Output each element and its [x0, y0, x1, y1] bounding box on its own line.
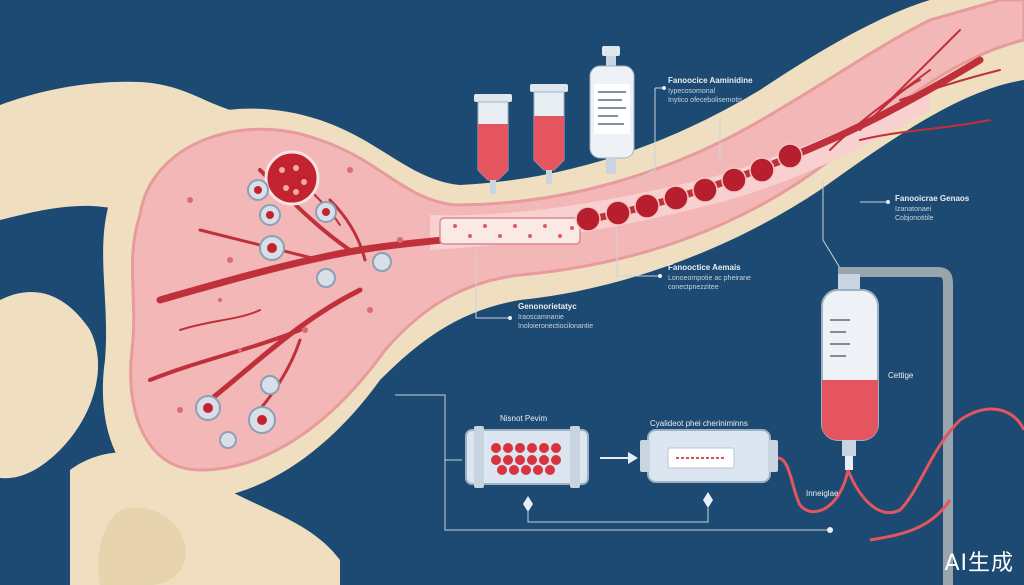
marrow-cells	[177, 150, 403, 449]
caption-filter: Nisnot Pevim	[500, 414, 548, 423]
label-left-title: Genonorietatyc	[518, 302, 577, 311]
test-tube-icon	[530, 84, 568, 184]
label-top-line1: Iypecosomonal	[668, 87, 716, 95]
iv-stand	[838, 267, 953, 585]
label-left: Genonorietatyc Iraoscamnanie Inoloierone…	[518, 302, 593, 332]
arrow-right-icon	[600, 452, 638, 464]
label-top: Fanoocice Aaminidine Iypecosomonal Inyti…	[668, 76, 753, 106]
label-right-line1: Izanatonaei	[895, 205, 932, 213]
bone-bottom-knob	[98, 507, 186, 585]
separator-device	[640, 429, 778, 483]
label-right: Fanooicrae Genaos Izanatonaei Cobjonotit…	[895, 194, 969, 224]
label-middle-title: Fanooctice Aemais	[668, 263, 741, 272]
label-middle-line2: conectpnezzitee	[668, 284, 719, 292]
label-right-title: Fanooicrae Genaos	[895, 194, 970, 203]
label-left-line1: Iraoscamnanie	[518, 313, 564, 321]
label-top-title: Fanoocice Aaminidine	[668, 76, 753, 85]
caption-device: Cyalideot phei cheriniminns	[650, 419, 748, 428]
leader-dots	[508, 86, 890, 533]
iv-bag-icon	[589, 46, 635, 174]
channel-dots	[453, 224, 574, 238]
caption-tube: Inneiglae	[806, 489, 839, 498]
filter-cartridge-icon	[465, 426, 589, 488]
filtration-channel	[439, 217, 581, 245]
label-middle: Fanooctice Aemais Lonoeompotie ac pheira…	[668, 263, 751, 293]
flow-markers	[523, 492, 713, 512]
label-middle-line1: Lonoeompotie ac pheirane	[668, 274, 751, 282]
label-left-line2: Inoloieronectiocilonantie	[518, 323, 594, 331]
label-top-line2: Inytico ofecebolisemotis	[668, 97, 743, 105]
blood-cell-chain	[575, 143, 803, 232]
bone-left-lower	[0, 291, 99, 479]
label-right-line2: Cobjonotitile	[895, 215, 934, 223]
iv-bag-icon	[821, 274, 879, 470]
caption-bag: Cettige	[888, 371, 914, 380]
return-path	[527, 508, 709, 523]
watermark: AI生成	[944, 551, 1014, 576]
test-tube-icon	[474, 94, 512, 194]
central-canal	[430, 90, 930, 250]
blood-tubing	[777, 407, 1024, 542]
